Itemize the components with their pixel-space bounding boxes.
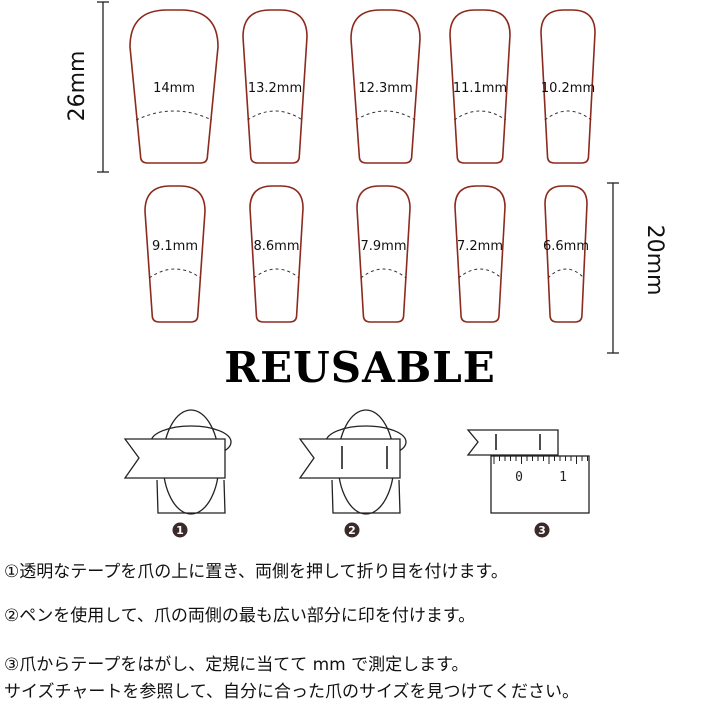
finger-outline [331, 479, 401, 514]
cuticle-dashed-line [544, 110, 592, 121]
instruction-step-1: ①透明なテープを爪の上に置き、両側を押して折り目を付けます。 [4, 562, 508, 582]
nail-width-label: 13.2mm [248, 81, 302, 96]
tape-strip [466, 429, 559, 456]
nail-outline [540, 9, 596, 164]
nail-width-label: 6.6mm [543, 239, 589, 254]
nail-outline [350, 9, 421, 164]
cuticle-dashed-line [355, 110, 416, 121]
nail-top-4: 11.1mm [449, 9, 511, 164]
nail-outline [449, 9, 511, 164]
height-label-26mm: 26mm [65, 51, 90, 122]
nail-width-label: 12.3mm [358, 81, 412, 96]
nail-outline [544, 185, 588, 323]
step-number-badge-3: 3 [534, 522, 550, 538]
nail-outline [249, 185, 304, 323]
nail-width-label: 10.2mm [541, 81, 595, 96]
ruler-label-0: 0 [515, 470, 523, 485]
nail-top-3: 12.3mm [350, 9, 421, 164]
step-number-badge-2: 2 [344, 522, 360, 538]
nail-width-label: 9.1mm [152, 239, 198, 254]
instruction-step-3: ③爪からテープをはがし、定規に当てて mm で測定します。 [4, 655, 469, 675]
nail-bottom-3: 7.9mm [356, 185, 411, 323]
cuticle-dashed-line [360, 268, 407, 279]
instruction-step-2: ②ペンを使用して、爪の両側の最も広い部分に印を付けます。 [4, 606, 476, 626]
nail-width-label: 7.9mm [360, 239, 406, 254]
step-number: 3 [538, 524, 546, 537]
cuticle-dashed-line [547, 268, 585, 279]
nail-outline [242, 9, 308, 164]
nail-top-1: 14mm [129, 9, 219, 164]
nail-top-2: 13.2mm [242, 9, 308, 164]
nail-width-label: 14mm [153, 81, 195, 96]
nail-bottom-2: 8.6mm [249, 185, 304, 323]
step-number-badge-1: 1 [172, 522, 188, 538]
nail-bottom-1: 9.1mm [144, 185, 206, 323]
finger-outline [156, 479, 226, 514]
cuticle-dashed-line [453, 110, 507, 121]
height-label-20mm: 20mm [642, 225, 667, 296]
tape-strip [298, 438, 401, 479]
nail-top-5: 10.2mm [540, 9, 596, 164]
tape-strip [123, 438, 226, 479]
nail-outline [129, 9, 219, 164]
cuticle-dashed-line [135, 110, 213, 121]
cuticle-dashed-line [253, 268, 300, 279]
cuticle-dashed-line [458, 268, 502, 279]
instruction-size-chart: サイズチャートを参照して、自分に合った爪のサイズを見つけてください。 [4, 682, 579, 702]
ruler-label-1: 1 [559, 470, 567, 485]
nail-size-diagram: 14mm 13.2mm 12.3mm 11.1mm 10.2mm 9.1mm 8.6mm 7.… [65, 1, 667, 538]
nail-outline [144, 185, 206, 323]
reusable-title: REUSABLE [224, 343, 496, 392]
nail-outline [454, 185, 506, 323]
ruler [490, 455, 590, 514]
nail-bottom-5: 6.6mm [543, 185, 589, 323]
nail-outline [356, 185, 411, 323]
step-2-diagram [298, 409, 407, 515]
step-1-diagram [123, 409, 232, 515]
step-number: 1 [176, 524, 184, 537]
nail-width-label: 11.1mm [453, 81, 507, 96]
nail-bottom-4: 7.2mm [454, 185, 506, 323]
cuticle-dashed-line [148, 268, 202, 279]
step-number: 2 [348, 524, 356, 537]
nail-width-label: 7.2mm [457, 239, 503, 254]
nail-width-label: 8.6mm [253, 239, 299, 254]
